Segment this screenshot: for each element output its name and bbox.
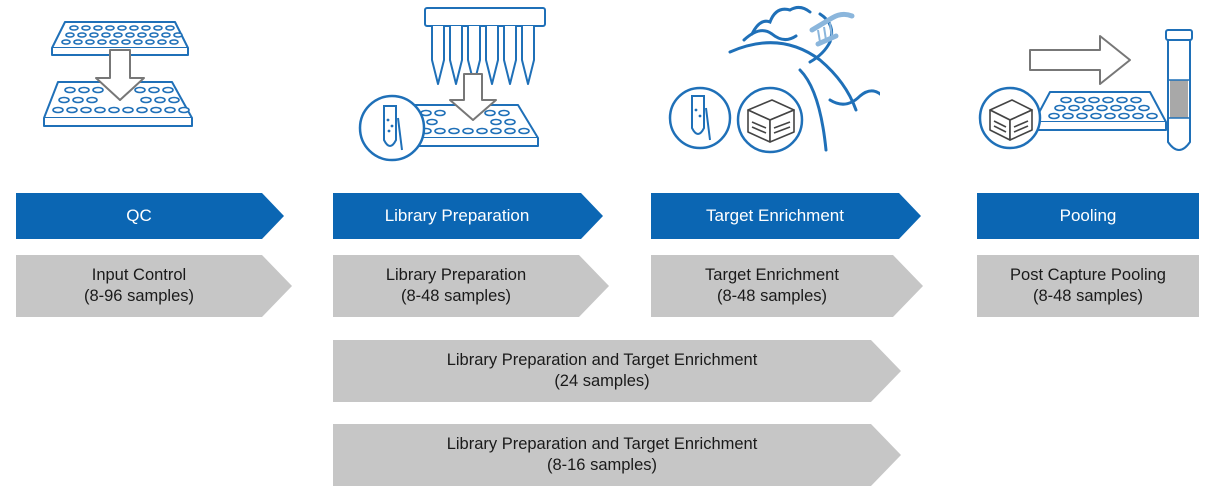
protocol-samples: (24 samples): [554, 372, 650, 390]
step-target-enrichment-label: Target Enrichment: [706, 206, 844, 225]
step-pooling-label: Pooling: [1059, 206, 1117, 225]
protocol-title: Input Control: [91, 266, 187, 284]
step-qc: QC: [16, 193, 284, 239]
step-target-enrichment: Target Enrichment: [651, 193, 921, 239]
protocol-library-preparation: Library Preparation (8-48 samples): [333, 255, 609, 317]
protocol-input-control: Input Control (8-96 samples): [16, 255, 292, 317]
step-library-preparation: Library Preparation: [333, 193, 603, 239]
plate-transfer-icon: [43, 21, 193, 127]
protocol-combined-8-16: Library Preparation and Target Enrichmen…: [333, 424, 901, 486]
step-library-preparation-label: Library Preparation: [384, 206, 530, 225]
protocol-samples: (8-48 samples): [400, 287, 512, 305]
dna-capture-icon: [668, 5, 880, 154]
protocol-post-capture-pooling: Post Capture Pooling (8-48 samples): [977, 255, 1199, 317]
protocol-title: Post Capture Pooling: [1010, 266, 1166, 284]
pooling-tube-icon: [978, 29, 1193, 151]
protocol-title: Library Preparation and Target Enrichmen…: [446, 351, 758, 369]
protocol-title: Target Enrichment: [705, 266, 839, 284]
protocol-samples: (8-16 samples): [546, 456, 658, 474]
protocol-title: Library Preparation and Target Enrichmen…: [446, 435, 758, 453]
protocol-title: Library Preparation: [385, 266, 527, 284]
protocol-target-enrichment: Target Enrichment (8-48 samples): [651, 255, 923, 317]
protocol-samples: (8-96 samples): [83, 287, 195, 305]
protocol-combined-24: Library Preparation and Target Enrichmen…: [333, 340, 901, 402]
step-pooling: Pooling: [977, 193, 1199, 239]
step-qc-label: QC: [126, 206, 152, 225]
multichannel-pipette-icon: [358, 7, 546, 162]
protocol-samples: (8-48 samples): [716, 287, 828, 305]
protocol-samples: (8-48 samples): [1032, 287, 1144, 305]
